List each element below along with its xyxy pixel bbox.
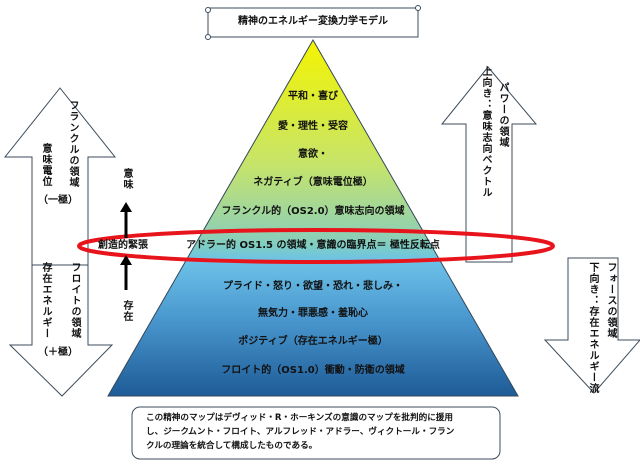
meaning-arrow bbox=[120, 202, 132, 238]
right-up-arrow bbox=[440, 66, 538, 263]
existence-arrow bbox=[120, 255, 132, 290]
pyramid-level: プライド・怒り・欲望・恐れ・悲しみ・ bbox=[223, 281, 403, 292]
meaning-label: 意味 bbox=[121, 168, 132, 190]
critical-point-label: アドラー的 OS1.5 の領域・意識の臨界点＝ 極性反転点 bbox=[186, 240, 440, 251]
pyramid-level: ポジティブ（存在エネルギー極） bbox=[238, 336, 388, 347]
title-scroll bbox=[205, 5, 421, 40]
minus-pole-label: （一極） bbox=[38, 195, 78, 206]
pyramid-level: 意欲・ bbox=[298, 149, 328, 160]
pyramid-level: 平和・喜び bbox=[288, 91, 338, 102]
creative-tension-label: 創造的緊張 bbox=[98, 240, 148, 251]
left-up-arrow bbox=[3, 87, 117, 286]
diagram-title: 精神のエネルギー変換力学モデル bbox=[238, 16, 388, 27]
upward-vector-label: 上向き：意味志向ベクトル bbox=[480, 66, 491, 198]
pyramid-level: フランクル的（OS2.0）意味志向の領域 bbox=[221, 206, 405, 217]
force-domain-label: フォースの領域 bbox=[605, 262, 616, 339]
caption-text: この精神のマップはデヴィッド・R・ホーキンズの意識のマップを批判的に援用 し、ジ… bbox=[146, 411, 491, 453]
plus-pole-label: （＋極） bbox=[38, 347, 78, 358]
freud-domain-label: フロイトの領域 bbox=[69, 262, 80, 339]
pyramid-level: フロイト的（OS1.0）衝動・防衛の領域 bbox=[221, 365, 405, 376]
existence-label: 存在 bbox=[121, 300, 132, 322]
caption-box bbox=[131, 406, 501, 460]
caption-line: クルの理論を統合して構成したものである。 bbox=[146, 441, 318, 451]
existence-energy-label: 存在エネルギー bbox=[40, 262, 51, 339]
caption-line: し、ジークムント・フロイト、アルフレッド・アドラー、ヴィクトール・フラン bbox=[146, 427, 455, 437]
frankl-domain-label: フランクルの領域 bbox=[67, 100, 78, 188]
right-down-arrow bbox=[543, 257, 640, 394]
left-down-arrow bbox=[8, 264, 114, 397]
pyramid-level: 愛・理性・受容 bbox=[278, 121, 348, 132]
meaning-potential-label: 意味電位 bbox=[40, 143, 51, 187]
downward-flow-label: 下向き：存在エネルギー流 bbox=[587, 262, 598, 394]
critical-point-ellipse bbox=[77, 228, 555, 264]
pyramid-level: ネガティブ（意味電位極） bbox=[253, 177, 373, 188]
pyramid bbox=[107, 38, 519, 397]
pyramid-level: 無気力・罪悪感・羞恥心 bbox=[258, 308, 368, 319]
caption-line: この精神のマップはデヴィッド・R・ホーキンズの意識のマップを批判的に援用 bbox=[146, 413, 453, 423]
power-domain-label: パワーの領域 bbox=[497, 82, 508, 148]
